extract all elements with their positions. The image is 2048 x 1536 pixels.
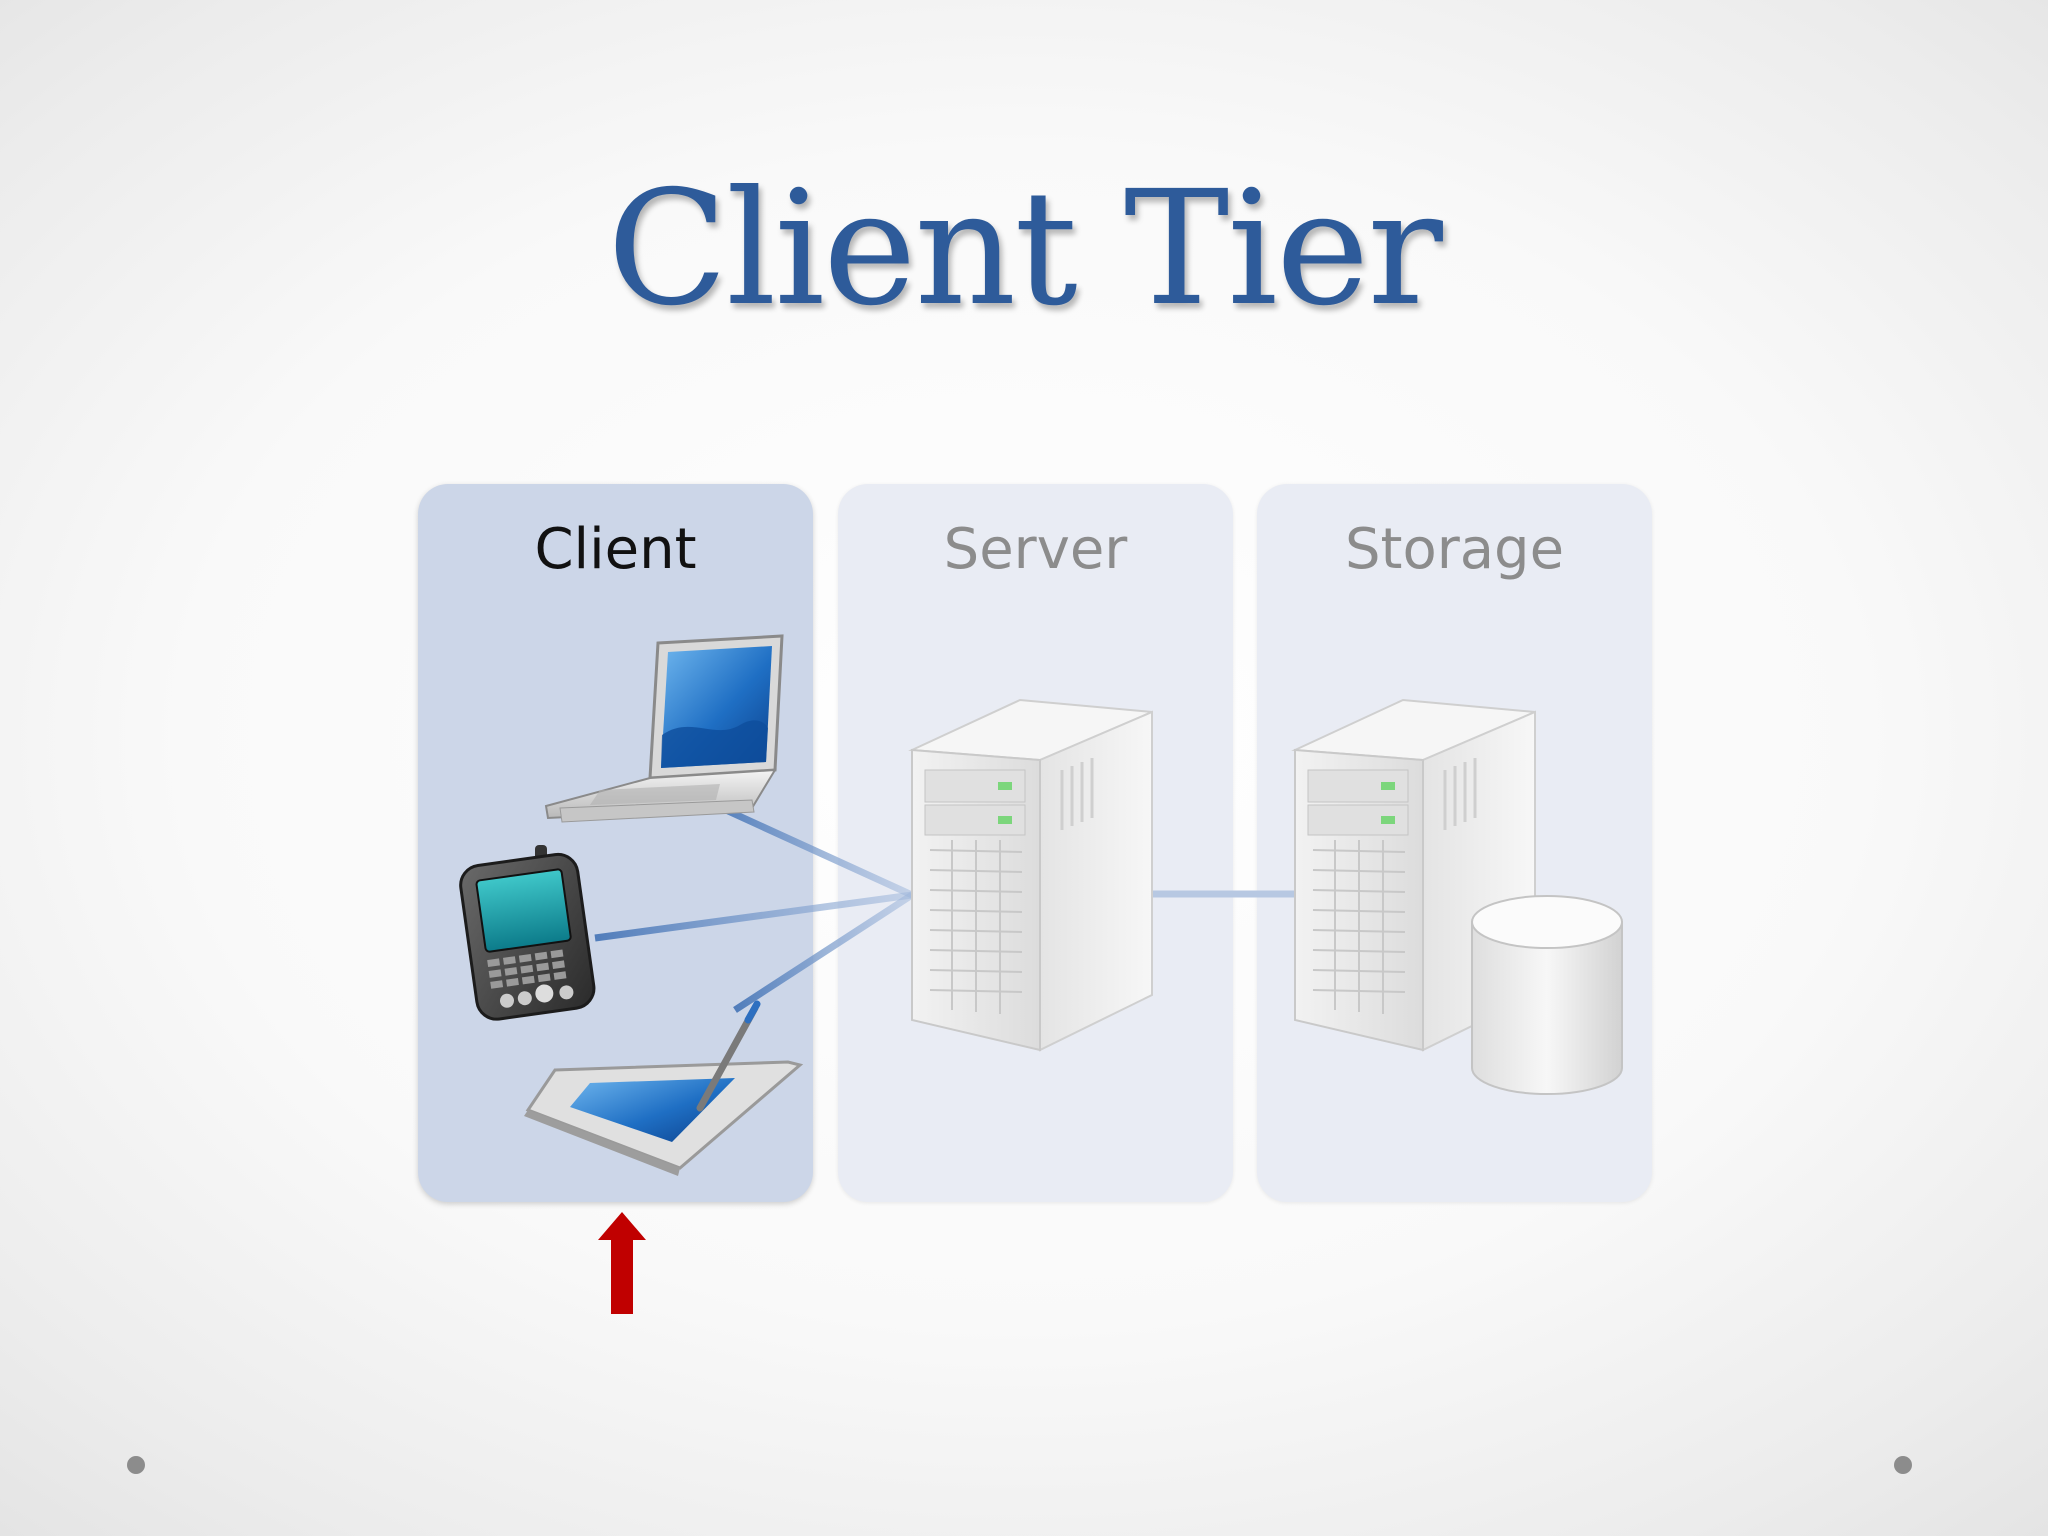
client-tier-label: Client [534, 517, 697, 582]
bottom-right-dot [1894, 1456, 1912, 1474]
bottom-left-dot [127, 1456, 145, 1474]
up-arrow-icon [598, 1212, 646, 1314]
storage-tier-panel: Storage [1257, 484, 1652, 1202]
server-tier-panel: Server [838, 484, 1233, 1202]
storage-tier-label: Storage [1344, 517, 1565, 582]
client-tier-panel: Client [418, 484, 813, 1202]
server-tier-label: Server [943, 517, 1128, 582]
slide-title: Client Tier [607, 157, 1443, 341]
